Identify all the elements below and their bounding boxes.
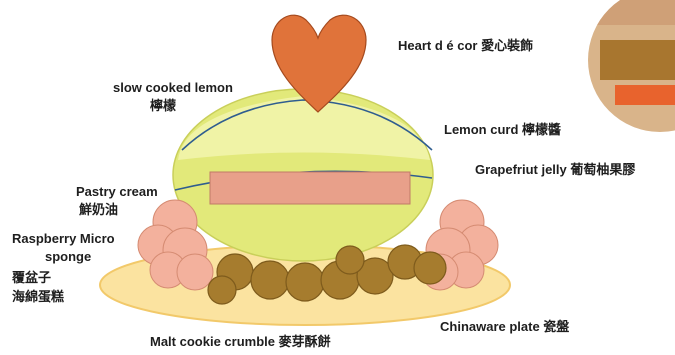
lemon-curd-top: [178, 96, 430, 160]
label-sponge: sponge: [45, 248, 91, 265]
label-chinaware-plate: Chinaware plate 瓷盤: [440, 318, 569, 335]
label-pastry-cream: Pastry cream: [76, 183, 158, 200]
label-malt-cookie: Malt cookie crumble 麥芽酥餅: [150, 333, 331, 350]
label-heart-decor: Heart d é cor 愛心裝飾: [398, 37, 533, 54]
label-grapefruit-jelly: Grapefriut jelly 葡萄柚果膠: [475, 161, 635, 178]
photo-corner: [585, 0, 675, 135]
label-slow-cooked-lemon: slow cooked lemon: [113, 79, 233, 96]
pastry-cream-bar: [210, 172, 410, 204]
label-slow-cooked-lemon-zh: 檸檬: [150, 97, 176, 114]
label-pastry-cream-zh: 鮮奶油: [79, 201, 118, 218]
label-raspberry-micro: Raspberry Micro: [12, 230, 115, 247]
label-raspberry-zh-2: 海綿蛋糕: [12, 288, 64, 305]
label-raspberry-zh-1: 覆盆子: [12, 269, 51, 286]
label-lemon-curd: Lemon curd 檸檬醬: [444, 121, 561, 138]
